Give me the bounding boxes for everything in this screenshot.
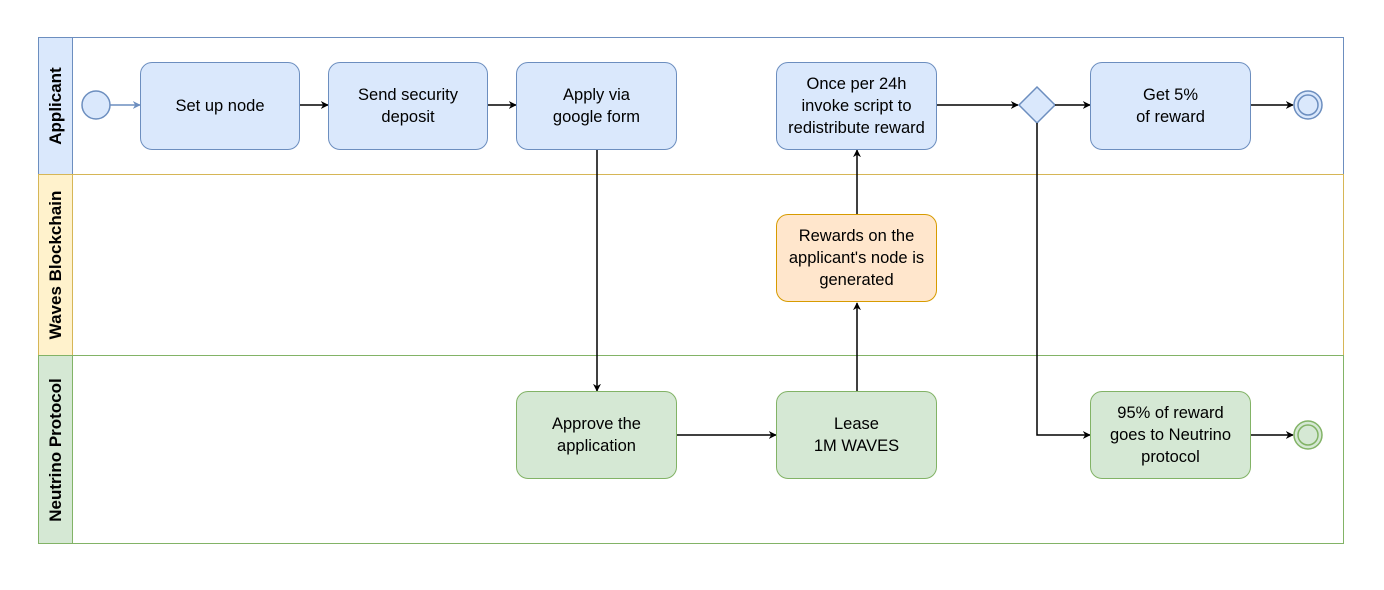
lane-header-neutrino-protocol: Neutrino Protocol xyxy=(39,356,73,543)
exclusive-gateway xyxy=(1017,85,1057,125)
task-set-up-node: Set up node xyxy=(140,62,300,150)
start-event xyxy=(81,90,111,120)
lane-neutrino-protocol: Neutrino Protocol xyxy=(38,355,1344,544)
task-send-security-deposit: Send security deposit xyxy=(328,62,488,150)
task-apply-via-google-form: Apply via google form xyxy=(516,62,677,150)
lane-header-waves-blockchain: Waves Blockchain xyxy=(39,175,73,355)
task-lease-waves: Lease 1M WAVES xyxy=(776,391,937,479)
task-approve-application: Approve the application xyxy=(516,391,677,479)
lane-header-applicant: Applicant xyxy=(39,38,73,174)
task-rewards-generated: Rewards on the applicant's node is gener… xyxy=(776,214,937,302)
flow-gateway-to-neutrino-reward xyxy=(1036,123,1091,439)
task-invoke-script: Once per 24h invoke script to redistribu… xyxy=(776,62,937,150)
end-event-applicant xyxy=(1293,90,1323,120)
end-event-neutrino xyxy=(1293,420,1323,450)
task-get-5-percent-reward: Get 5% of reward xyxy=(1090,62,1251,150)
task-neutrino-reward: 95% of reward goes to Neutrino protocol xyxy=(1090,391,1251,479)
